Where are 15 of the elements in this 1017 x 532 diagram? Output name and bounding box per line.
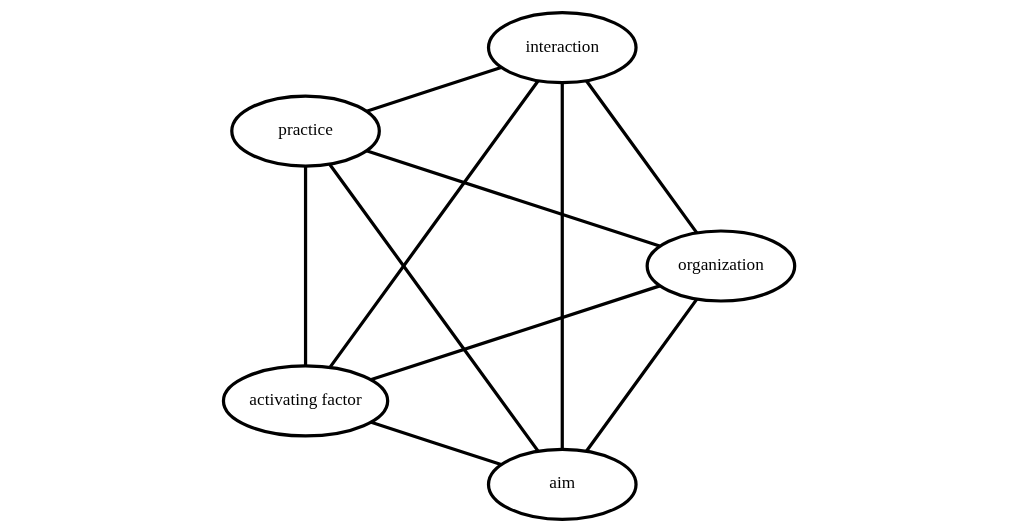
node-ellipse: activating factor (221, 364, 389, 438)
connector (584, 79, 698, 234)
node-ellipse: aim (486, 447, 638, 521)
node-ellipse: organization (645, 229, 796, 303)
connector (365, 149, 660, 248)
connector (560, 82, 564, 450)
connector (584, 298, 698, 453)
node-ellipse: interaction (486, 11, 638, 85)
connector (303, 166, 307, 366)
connector (328, 80, 539, 369)
connector (328, 163, 539, 453)
connector (370, 420, 502, 467)
connector (370, 284, 660, 382)
connector (365, 65, 502, 113)
node-ellipse: practice (229, 94, 381, 168)
